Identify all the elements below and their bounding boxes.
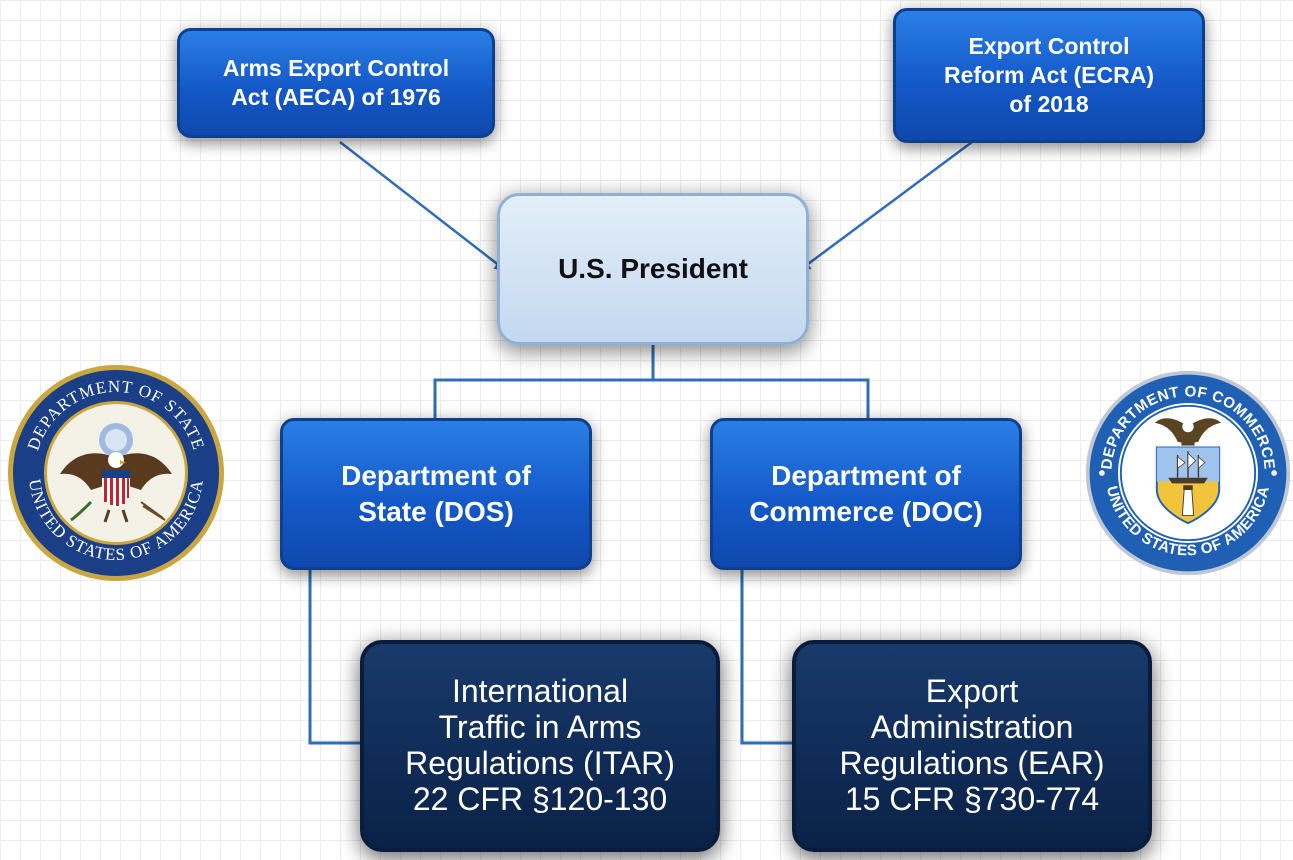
itar-label: International Traffic in Arms Regulation… [405, 673, 675, 817]
ecra-label: Export Control Reform Act (ECRA) of 2018 [944, 33, 1154, 117]
ear-label: Export Administration Regulations (EAR) … [839, 673, 1105, 817]
connector-dos-to-itar [308, 570, 360, 745]
aeca-label: Arms Export Control Act (AECA) of 1976 [222, 55, 450, 110]
doc-label: Department of Commerce (DOC) [749, 459, 983, 527]
arrow-ecra-to-president [798, 140, 973, 272]
president-label: U.S. President [558, 253, 748, 284]
aeca-box: Arms Export Control Act (AECA) of 1976 [177, 28, 495, 138]
connector-president-to-doc [653, 378, 870, 418]
president-box: U.S. President [497, 193, 809, 345]
itar-box: International Traffic in Arms Regulation… [360, 640, 720, 852]
dos-box: Department of State (DOS) [280, 418, 592, 570]
department-of-commerce-seal-icon: DEPARTMENT OF COMMERCE UNITED STATES OF … [1085, 370, 1291, 576]
department-of-state-seal-icon: DEPARTMENT OF STATE UNITED STATES OF AME… [8, 365, 224, 581]
ear-box: Export Administration Regulations (EAR) … [792, 640, 1152, 852]
doc-box: Department of Commerce (DOC) [710, 418, 1022, 570]
connector-doc-to-ear [740, 570, 792, 745]
connector-president-to-departments [433, 345, 655, 418]
dos-label: Department of State (DOS) [341, 459, 531, 527]
ecra-box: Export Control Reform Act (ECRA) of 2018 [893, 8, 1205, 143]
arrow-aeca-to-president [339, 141, 507, 272]
